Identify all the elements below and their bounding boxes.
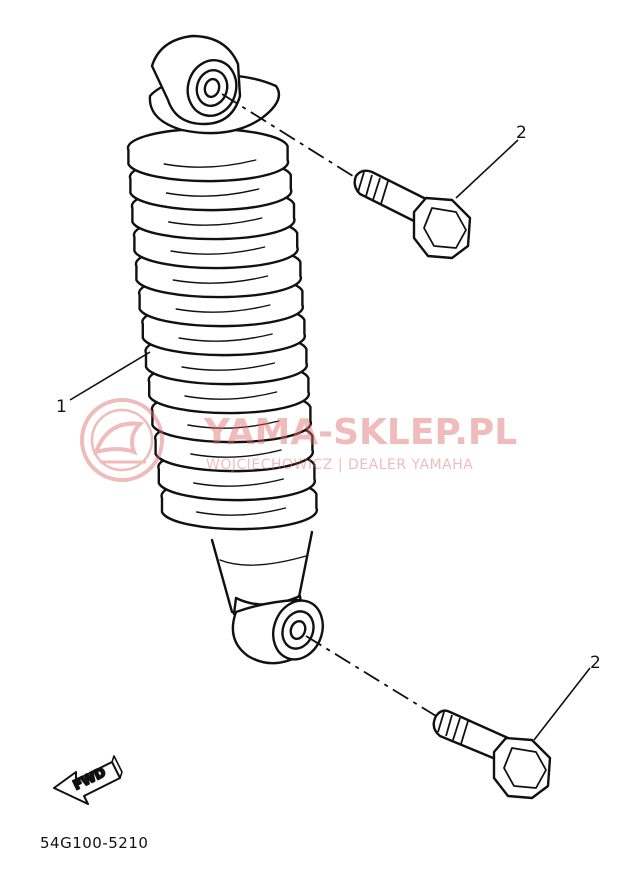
spring-coil-inner-edge [175,304,271,313]
fwd-arrow-depth [111,755,123,779]
spring-coil-inner-edge [190,449,282,458]
spring-coil-inner-edge [196,507,287,516]
bolt-top-thread [357,171,389,205]
spring-coils [126,127,319,531]
bolt-bottom-head-face [503,747,547,789]
leader-line-bolt-top [455,139,519,199]
callout-bolt-bottom: 2 [590,653,601,673]
watermark-logo-icon [80,398,164,482]
watermark-subtitle: WOJCIECHOWICZ | DEALER YAMAHA [206,457,473,473]
spring-coil-inner-edge [193,478,284,487]
leader-line-bolt-bottom [533,667,591,741]
callout-bolt-top: 2 [516,123,527,143]
spring-coil-inner-edge [170,246,266,255]
spring-coil-inner-edge [184,391,278,400]
fwd-arrow-shape [53,761,121,805]
bolt-top-head-face [423,207,467,249]
top-eye-hole [203,77,221,99]
assembly-axis-lines [221,93,437,717]
axis-line-top [221,93,357,179]
rear-shock-absorber [126,34,324,665]
spring-coil-inner-edge [181,362,276,371]
damper-body-shade [219,555,307,566]
lower-eye-hole [289,620,307,640]
callout-shock: 1 [56,397,67,417]
spring-coil-inner-edge [187,420,280,429]
leader-line-shock [69,351,151,401]
axis-line-bottom [305,635,437,717]
bolt-top [353,169,472,260]
spring-coil-inner-edge [178,333,273,342]
dealer-watermark: YAMA-SKLEP.PL WOJCIECHOWICZ | DEALER YAM… [80,398,517,482]
watermark-title: YAMA-SKLEP.PL [203,412,517,453]
spring-coil-inner-edge [163,159,257,168]
spring-coil-inner-edge [165,188,260,197]
spring-coil-inner-edge [172,275,269,284]
spring-coil-inner-edge [168,217,263,226]
forward-direction-arrow: FWD [53,755,123,805]
bolt-bottom-thread [437,711,469,745]
leader-lines [69,139,591,741]
bolt-bottom [432,709,552,800]
spring-coil [126,127,290,183]
diagram-code: 54G100-5210 [40,834,148,852]
